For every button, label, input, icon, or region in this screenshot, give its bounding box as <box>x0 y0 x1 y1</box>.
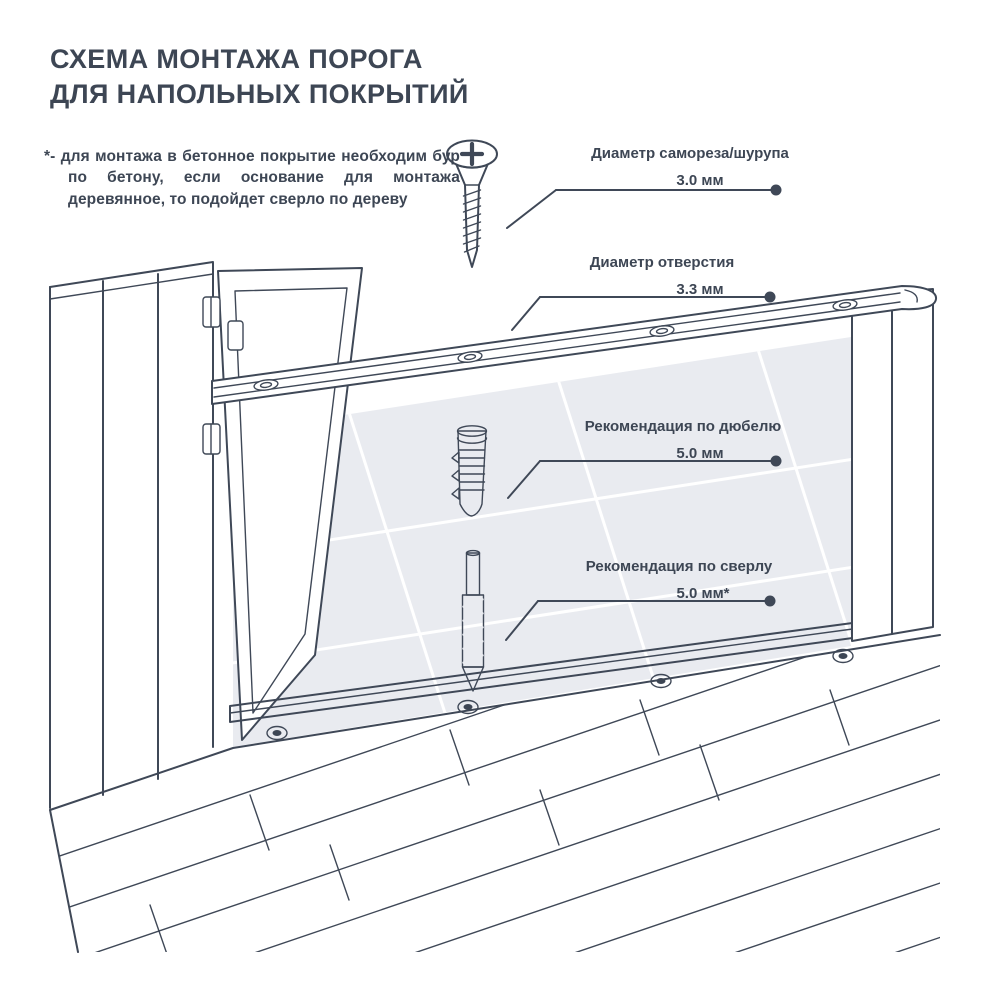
callout-leader-lines <box>505 184 782 641</box>
left-door-frame <box>49 261 214 809</box>
screw-icon <box>446 139 498 268</box>
callout-label-hole-diameter: Диаметр отверстия <box>589 254 735 271</box>
right-door-frame <box>851 288 934 642</box>
drill-bit-icon <box>461 549 485 692</box>
callout-label-dowel: Рекомендация по дюбелю <box>584 418 782 435</box>
profile-countersunk-holes <box>253 299 858 391</box>
hinge-icon <box>202 296 244 455</box>
callout-line-drill <box>505 595 776 641</box>
callout-label-drill: Рекомендация по сверлу <box>585 558 773 575</box>
callout-value-hole-diameter: 3.3 мм <box>676 281 724 298</box>
callout-value-drill: 5.0 мм* <box>676 585 730 602</box>
threshold-profile <box>211 285 938 405</box>
footnote-text: *- для монтажа в бетонное покрытие необх… <box>44 148 460 208</box>
callout-value-dowel: 5.0 мм <box>676 445 724 462</box>
page-title-line1: СХЕМА МОНТАЖА ПОРОГА <box>50 44 423 74</box>
dowel-icon <box>451 425 488 517</box>
callout-label-screw-diameter: Диаметр самореза/шурупа <box>591 145 789 162</box>
page-title: СХЕМА МОНТАЖА ПОРОГА ДЛЯ НАПОЛЬНЫХ ПОКРЫ… <box>50 42 469 112</box>
callout-line-hole-diameter <box>511 291 776 331</box>
callout-line-screw-diameter <box>506 184 782 229</box>
threshold-screw-holes <box>266 648 854 741</box>
callout-value-screw-diameter: 3.0 мм <box>676 172 724 189</box>
page-title-line2: ДЛЯ НАПОЛЬНЫХ ПОКРЫТИЙ <box>50 79 469 110</box>
callout-line-dowel <box>507 455 782 499</box>
